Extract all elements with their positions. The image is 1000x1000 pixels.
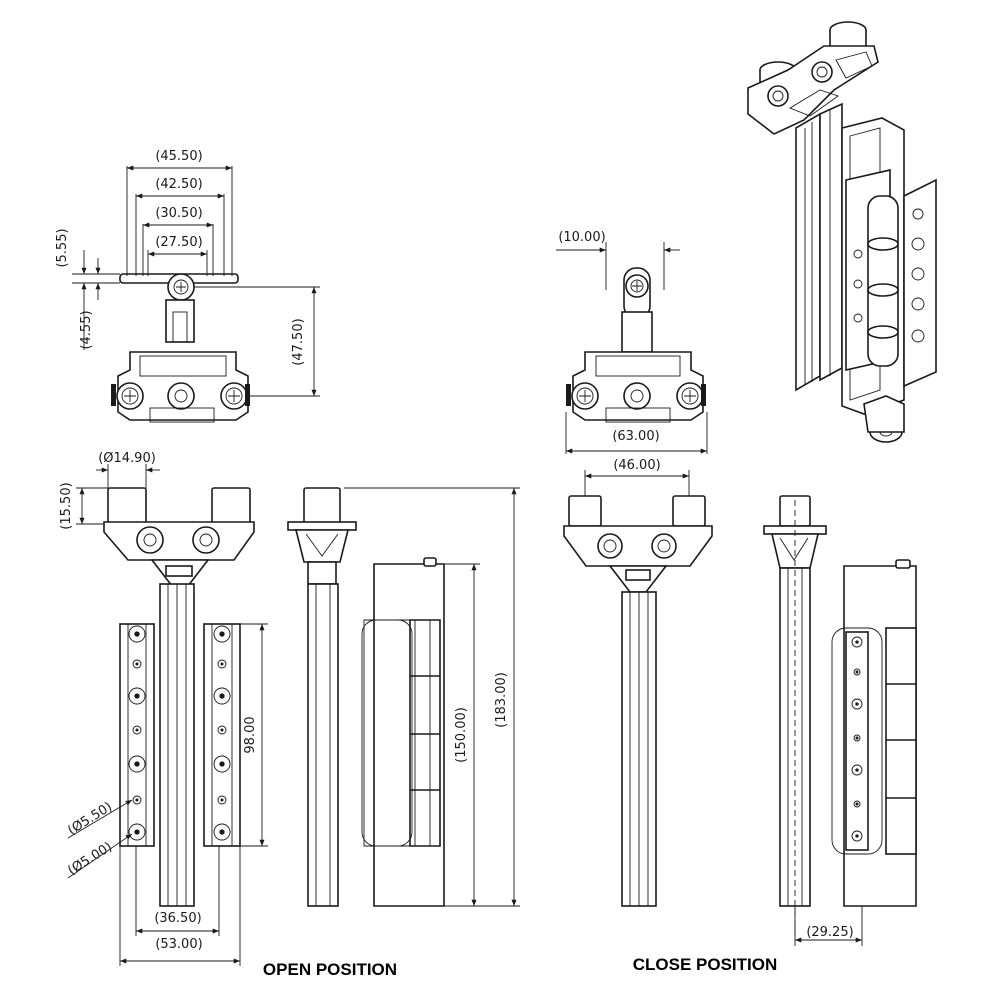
dim-27-50: (27.50) bbox=[155, 235, 202, 250]
screw-hole bbox=[851, 830, 863, 842]
screw-hole-center bbox=[219, 761, 225, 767]
screw-hole-center bbox=[134, 631, 140, 637]
close-front-view bbox=[563, 495, 713, 907]
dim-183-00: (183.00) bbox=[494, 672, 509, 728]
dim-36-50: (36.50) bbox=[154, 911, 201, 926]
screw-hole-center bbox=[134, 761, 140, 767]
close-position-caption: CLOSE POSITION bbox=[633, 955, 778, 974]
screw-hole bbox=[217, 725, 227, 735]
screw-hole-center bbox=[135, 662, 139, 666]
close-front-dimensions bbox=[584, 470, 690, 496]
close-side-view bbox=[763, 495, 917, 940]
screw-hole bbox=[132, 659, 142, 669]
dim-150-00: (150.00) bbox=[454, 707, 469, 763]
screw-hole-center bbox=[219, 829, 225, 835]
screw-hole bbox=[217, 795, 227, 805]
screw-hole bbox=[132, 725, 142, 735]
dim-15-50: (15.50) bbox=[59, 482, 74, 529]
screw-hole-center bbox=[220, 662, 224, 666]
close-top-view bbox=[566, 267, 706, 423]
dim-98-00: 98.00 bbox=[243, 716, 258, 753]
screw-hole bbox=[851, 764, 863, 776]
dim-42-50: (42.50) bbox=[155, 177, 202, 192]
screw-hole bbox=[128, 625, 146, 643]
open-position-caption: OPEN POSITION bbox=[263, 960, 397, 979]
close-side-dimensions bbox=[794, 906, 863, 946]
dim-45-50: (45.50) bbox=[155, 149, 202, 164]
dim-29-25: (29.25) bbox=[806, 925, 853, 940]
screw-hole bbox=[851, 636, 863, 648]
screw-hole bbox=[851, 698, 863, 710]
screw-hole-center bbox=[855, 736, 859, 740]
screw-hole-center bbox=[134, 693, 140, 699]
screw-hole-center bbox=[220, 728, 224, 732]
dim-dia-5-50: (Ø5.50) bbox=[65, 800, 115, 839]
dim-10-00: (10.00) bbox=[558, 230, 605, 245]
screw-hole bbox=[213, 823, 231, 841]
dim-53-00: (53.00) bbox=[155, 937, 202, 952]
screw-hole bbox=[853, 734, 861, 742]
screw-hole bbox=[217, 659, 227, 669]
dim-46-00: (46.00) bbox=[613, 458, 660, 473]
screw-hole-center bbox=[855, 670, 859, 674]
screw-hole-center bbox=[855, 834, 859, 838]
dim-5-55: (5.55) bbox=[55, 228, 70, 267]
screw-hole bbox=[853, 800, 861, 808]
isometric-view bbox=[747, 21, 937, 443]
screw-hole-center bbox=[219, 631, 225, 637]
screw-hole bbox=[213, 755, 231, 773]
dim-dia-5-00: (Ø5.00) bbox=[65, 840, 115, 879]
screw-hole-center bbox=[855, 768, 859, 772]
open-front-dimensions bbox=[67, 464, 268, 966]
screw-hole-center bbox=[855, 802, 859, 806]
screw-hole bbox=[128, 755, 146, 773]
close-side-holes bbox=[851, 636, 863, 842]
screw-hole bbox=[132, 795, 142, 805]
screw-hole-center bbox=[855, 702, 859, 706]
screw-hole bbox=[213, 625, 231, 643]
close-top-dimensions bbox=[556, 242, 708, 454]
screw-hole-center bbox=[135, 728, 139, 732]
screw-hole bbox=[853, 668, 861, 676]
dim-dia-14-90: (Ø14.90) bbox=[98, 451, 156, 466]
open-side-view bbox=[287, 487, 445, 907]
screw-hole-center bbox=[220, 798, 224, 802]
screw-hole bbox=[128, 823, 146, 841]
dim-47-50: (47.50) bbox=[291, 318, 306, 365]
dim-4-55: (4.55) bbox=[79, 310, 94, 349]
screw-hole-center bbox=[135, 798, 139, 802]
open-front-view bbox=[103, 487, 255, 907]
dim-63-00: (63.00) bbox=[612, 429, 659, 444]
screw-hole-center bbox=[855, 640, 859, 644]
screw-hole-center bbox=[219, 693, 225, 699]
open-top-dimensions bbox=[72, 165, 320, 397]
open-front-holes bbox=[128, 625, 231, 841]
screw-hole bbox=[128, 687, 146, 705]
open-top-view bbox=[111, 273, 250, 423]
screw-hole bbox=[213, 687, 231, 705]
dim-30-50: (30.50) bbox=[155, 206, 202, 221]
screw-hole-center bbox=[134, 829, 140, 835]
open-side-dimensions bbox=[344, 487, 520, 907]
